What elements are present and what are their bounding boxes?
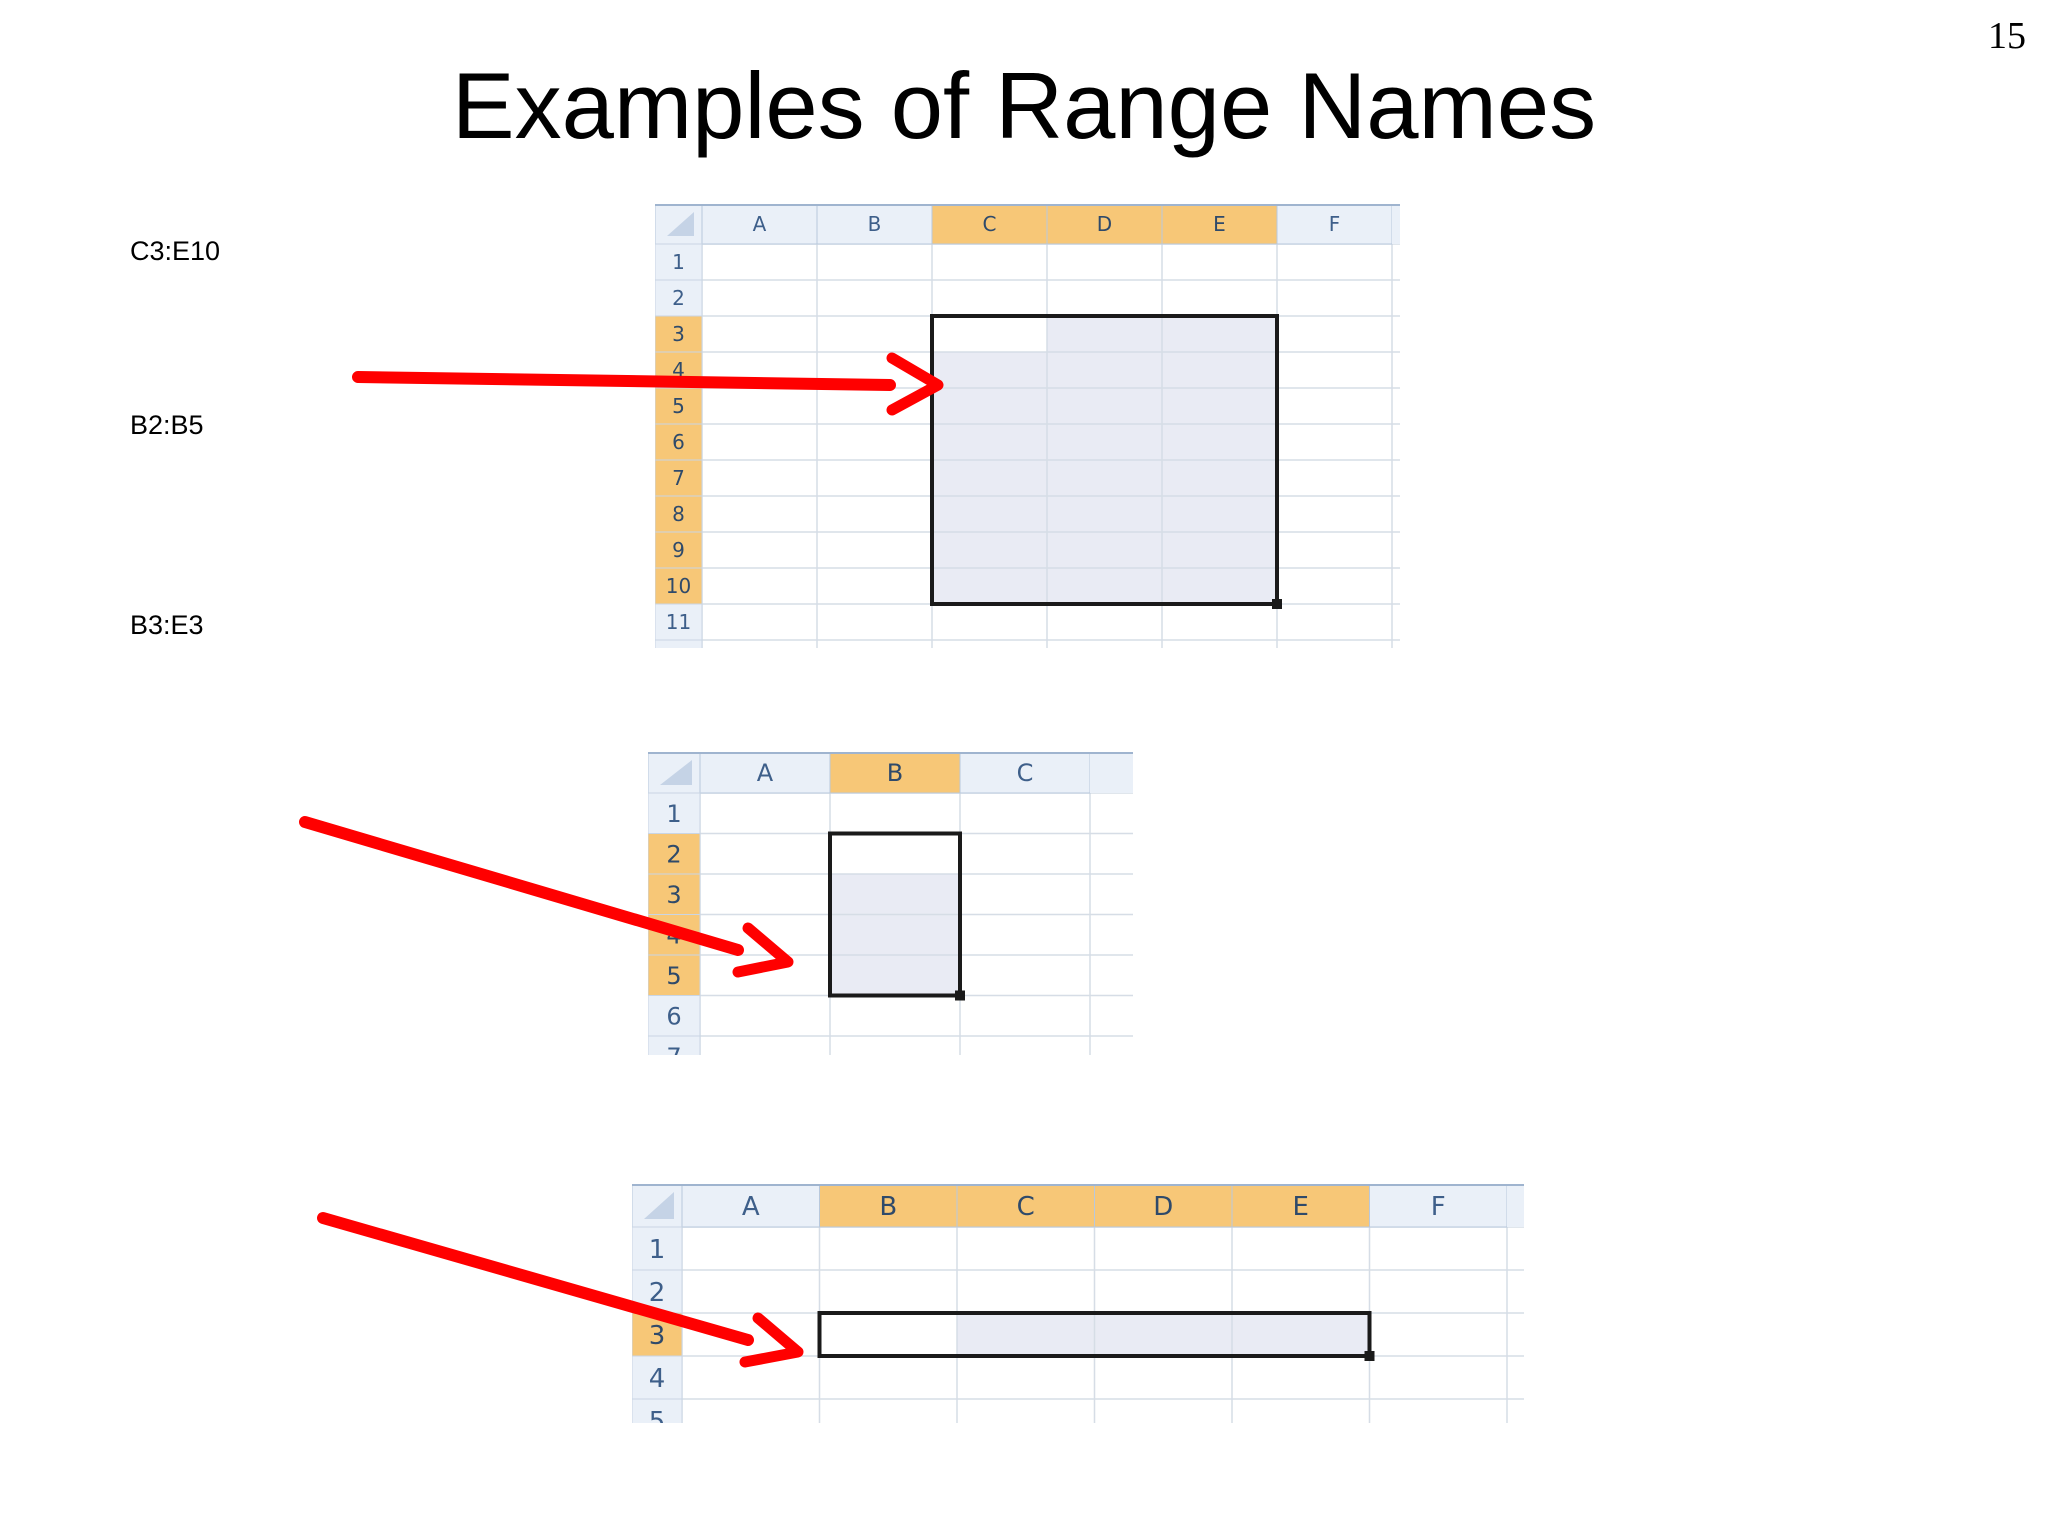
fill-handle[interactable] xyxy=(1364,1351,1375,1361)
row-header-label: 8 xyxy=(672,502,685,526)
column-header-label: C xyxy=(1017,759,1034,787)
row-header-label: 6 xyxy=(672,430,685,454)
column-header-label: C xyxy=(1017,1192,1035,1222)
row-header-label: 7 xyxy=(666,1043,681,1055)
row-header-11[interactable] xyxy=(655,603,703,641)
row-header-label: 10 xyxy=(666,574,691,598)
row-header-label: 5 xyxy=(649,1407,666,1423)
row-header-2[interactable] xyxy=(655,279,703,317)
column-header-label: B xyxy=(879,1192,897,1222)
row-header-label: 11 xyxy=(666,610,691,634)
row-header-label: 2 xyxy=(666,840,681,868)
column-header-label: F xyxy=(1329,212,1341,236)
column-header-d[interactable] xyxy=(1046,204,1163,245)
fill-handle[interactable] xyxy=(955,990,965,1001)
row-header-label: 5 xyxy=(672,394,685,418)
column-header-c[interactable] xyxy=(931,204,1048,245)
column-header-b[interactable] xyxy=(819,1184,958,1228)
header-strip-tail xyxy=(1507,1184,1524,1227)
column-header-f[interactable] xyxy=(1369,1184,1508,1228)
row-header-1[interactable] xyxy=(655,243,703,281)
row-header-6[interactable] xyxy=(648,995,701,1037)
row-header-label: 3 xyxy=(666,881,681,909)
column-header-label: E xyxy=(1293,1192,1309,1222)
active-cell xyxy=(830,833,960,874)
row-header-3[interactable] xyxy=(655,315,703,353)
column-header-e[interactable] xyxy=(1231,1184,1370,1228)
row-header-12[interactable] xyxy=(655,639,703,648)
column-header-label: F xyxy=(1431,1192,1446,1222)
spreadsheet-c3-e10: ABCDEF123456789101112 xyxy=(655,204,1400,648)
row-header-1[interactable] xyxy=(632,1226,683,1271)
row-header-7[interactable] xyxy=(655,459,703,497)
column-header-b[interactable] xyxy=(816,204,933,245)
row-header-label: 3 xyxy=(649,1321,666,1351)
row-header-label: 5 xyxy=(666,962,681,990)
column-header-label: A xyxy=(757,759,774,787)
select-all-triangle-icon xyxy=(644,1192,674,1219)
active-cell xyxy=(932,316,1047,352)
arrow-2 xyxy=(299,816,794,978)
column-header-label: B xyxy=(868,212,882,236)
spreadsheet-b2-b5: ABC1234567 xyxy=(648,752,1133,1055)
row-header-label: 2 xyxy=(649,1278,666,1308)
row-header-8[interactable] xyxy=(655,495,703,533)
column-header-label: D xyxy=(1097,212,1112,236)
column-header-label: A xyxy=(753,212,767,236)
row-header-label: 9 xyxy=(672,538,685,562)
row-header-5[interactable] xyxy=(632,1398,683,1423)
active-cell xyxy=(819,1313,957,1356)
column-header-c[interactable] xyxy=(956,1184,1095,1228)
row-header-label: 2 xyxy=(672,286,685,310)
row-header-6[interactable] xyxy=(655,423,703,461)
row-header-label: 1 xyxy=(666,800,681,828)
column-header-label: A xyxy=(742,1192,760,1222)
row-header-10[interactable] xyxy=(655,567,703,605)
row-header-label: 4 xyxy=(649,1364,666,1394)
column-header-label: B xyxy=(887,759,903,787)
arrow-3 xyxy=(317,1212,804,1368)
fill-handle[interactable] xyxy=(1272,599,1282,609)
column-header-a[interactable] xyxy=(699,752,831,794)
column-header-a[interactable] xyxy=(701,204,818,245)
row-header-label: 12 xyxy=(666,646,691,648)
row-header-label: 1 xyxy=(672,250,685,274)
header-strip-tail xyxy=(1392,204,1400,244)
column-header-b[interactable] xyxy=(829,752,961,794)
range-label-3: B3:E3 xyxy=(130,610,204,640)
select-all-triangle-icon xyxy=(660,760,692,785)
selection-border xyxy=(817,1311,1372,1358)
row-header-3[interactable] xyxy=(648,873,701,915)
row-header-7[interactable] xyxy=(648,1035,701,1055)
row-header-9[interactable] xyxy=(655,531,703,569)
column-header-f[interactable] xyxy=(1276,204,1393,245)
column-header-label: C xyxy=(983,212,997,236)
range-label-2: B2:B5 xyxy=(130,410,204,440)
select-all-triangle-icon xyxy=(667,212,694,236)
selection-border xyxy=(828,831,962,998)
slide-number: 15 xyxy=(1988,15,2026,57)
column-header-c[interactable] xyxy=(959,752,1091,794)
slide-title: Examples of Range Names xyxy=(451,53,1597,158)
spreadsheet-b3-e3: A B C D E F 1 2 3 4 5 xyxy=(632,1184,1524,1423)
row-header-label: 7 xyxy=(672,466,685,490)
column-header-label: D xyxy=(1153,1192,1173,1222)
selection-border xyxy=(930,314,1279,606)
header-strip-tail xyxy=(1090,752,1133,793)
column-header-label: E xyxy=(1213,212,1226,236)
row-header-4[interactable] xyxy=(632,1355,683,1400)
row-header-label: 6 xyxy=(666,1002,681,1030)
column-header-e[interactable] xyxy=(1161,204,1278,245)
row-header-label: 1 xyxy=(649,1235,666,1265)
range-label-1: C3:E10 xyxy=(130,236,221,266)
arrow-1 xyxy=(352,352,944,416)
row-header-label: 3 xyxy=(672,322,685,346)
